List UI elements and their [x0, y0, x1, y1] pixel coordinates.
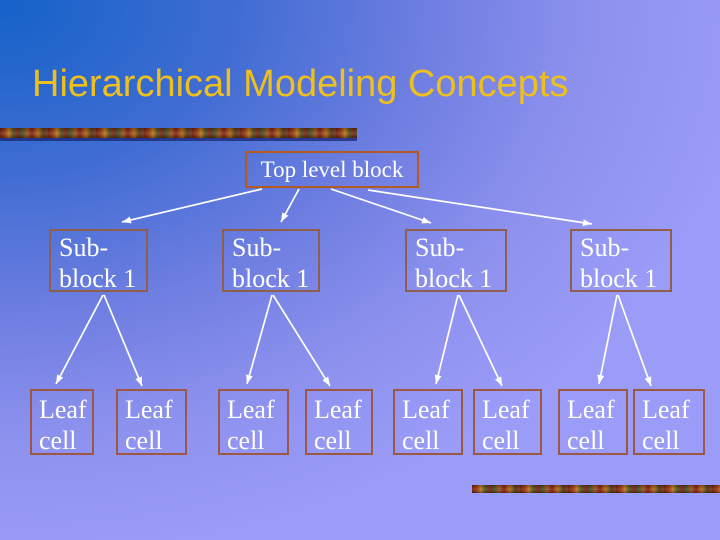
sub-block-label-line1: Sub- — [59, 233, 109, 262]
divider-strip-bottom — [472, 485, 720, 493]
leaf-cell-label-line2: cell — [314, 426, 352, 455]
leaf-cell-label-line1: Leaf — [125, 395, 173, 424]
top-level-block-label: Top level block — [260, 157, 404, 182]
leaf-cell-label-line1: Leaf — [567, 395, 615, 424]
arrow-top-to-sub3 — [330, 188, 432, 224]
leaf-cell-label-line2: cell — [125, 426, 163, 455]
sub-block-label-line1: Sub- — [580, 233, 630, 262]
sub-block-label-line2: block 1 — [59, 264, 137, 293]
leaf-cell-5: Leaf cell — [393, 389, 463, 455]
leaf-cell-label-line2: cell — [227, 426, 265, 455]
divider-strip-top — [0, 128, 357, 138]
sub-block-1: Sub- block 1 — [49, 229, 148, 293]
leaf-cell-label-line2: cell — [39, 426, 77, 455]
sub-block-4: Sub- block 1 — [570, 229, 672, 293]
arrow-sub2-to-leaf3 — [246, 294, 273, 385]
leaf-cell-label-line1: Leaf — [227, 395, 275, 424]
divider-strip-top-shadow — [0, 138, 357, 141]
sub-block-2: Sub- block 1 — [222, 229, 320, 293]
sub-block-label-line2: block 1 — [415, 264, 493, 293]
leaf-cell-label-line2: cell — [567, 426, 605, 455]
arrow-top-to-sub4 — [367, 189, 593, 227]
arrow-top-to-sub2 — [280, 188, 300, 223]
leaf-cell-label-line2: cell — [402, 426, 440, 455]
slide-title: Hierarchical Modeling Concepts — [32, 63, 569, 105]
leaf-cell-label-line1: Leaf — [402, 395, 450, 424]
leaf-cell-1: Leaf cell — [30, 389, 94, 455]
leaf-cell-label-line1: Leaf — [314, 395, 362, 424]
leaf-cell-8: Leaf cell — [633, 389, 705, 455]
leaf-cell-7: Leaf cell — [558, 389, 628, 455]
leaf-cell-3: Leaf cell — [218, 389, 289, 455]
sub-block-label-line1: Sub- — [232, 233, 282, 262]
leaf-cell-6: Leaf cell — [473, 389, 542, 455]
sub-block-label-line2: block 1 — [580, 264, 658, 293]
arrow-sub2-to-leaf4 — [272, 294, 331, 387]
arrow-sub4-to-leaf8 — [617, 294, 652, 387]
leaf-cell-label-line1: Leaf — [482, 395, 530, 424]
leaf-cell-label-line2: cell — [482, 426, 520, 455]
arrow-sub1-to-leaf2 — [103, 294, 143, 387]
leaf-cell-label-line1: Leaf — [642, 395, 690, 424]
arrow-sub3-to-leaf5 — [434, 294, 459, 385]
arrow-sub3-to-leaf6 — [458, 294, 503, 387]
leaf-cell-4: Leaf cell — [305, 389, 373, 455]
leaf-cell-label-line1: Leaf — [39, 395, 87, 424]
sub-block-label-line2: block 1 — [232, 264, 310, 293]
leaf-cell-label-line2: cell — [642, 426, 680, 455]
sub-block-3: Sub- block 1 — [405, 229, 507, 293]
arrow-top-to-sub1 — [121, 188, 263, 224]
sub-block-label-line1: Sub- — [415, 233, 465, 262]
top-level-block: Top level block — [245, 151, 419, 188]
leaf-cell-2: Leaf cell — [116, 389, 187, 455]
arrow-sub1-to-leaf1 — [55, 294, 104, 385]
arrow-sub4-to-leaf7 — [597, 294, 618, 385]
